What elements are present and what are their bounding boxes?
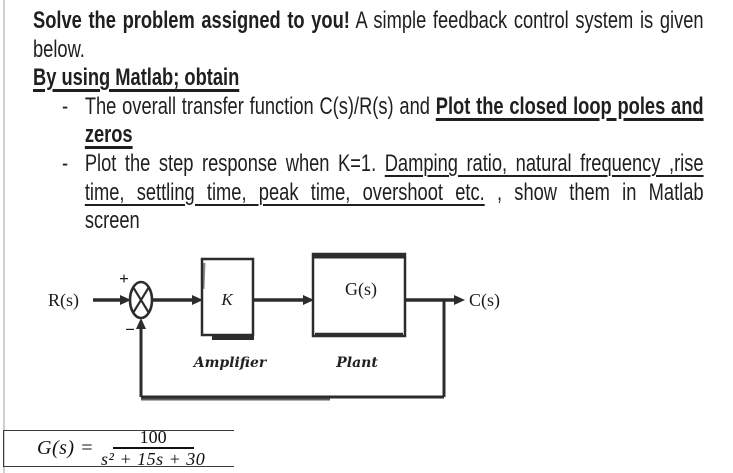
formula-numerator: 100 [112, 428, 194, 449]
plant-block [311, 252, 407, 338]
assignment-text: Solve the problem assigned to you! A sim… [33, 7, 704, 236]
plus-sign: + [119, 269, 129, 288]
output-arrowhead [454, 295, 465, 305]
bullet-dash: - [61, 92, 69, 120]
plant-caption: Plant [335, 355, 378, 371]
formula-lhs: G(s) = [37, 437, 95, 459]
amplifier-symbol: K [220, 290, 234, 309]
sum-to-amplifier-arrowhead [192, 295, 203, 305]
transfer-function-formula-box: G(s) = 100 s² + 15s + 30 [3, 428, 234, 469]
amplifier-block-edge-smudge [201, 262, 206, 290]
amplifier-caption: Amplifier [192, 355, 268, 371]
bullet-dash: - [61, 149, 69, 177]
amplifier-block [200, 257, 255, 337]
feedback-block-diagram: R(s) + − K G(s) C(s) [30, 243, 550, 408]
amplifier-to-plant-arrowhead [303, 295, 314, 305]
input-arrowhead [120, 295, 131, 305]
output-signal-label: C(s) [469, 290, 500, 311]
list-item-1-line-2: zeros [84, 121, 133, 149]
plant-symbol: G(s) [345, 279, 377, 300]
summing-junction-cross-2 [132, 286, 150, 314]
item1-emphasis-text: Plot the closed loop poles and [435, 92, 704, 120]
page-left-edge-line [3, 0, 5, 473]
minus-sign: − [125, 320, 135, 339]
intro-line-2: below. [33, 35, 85, 63]
list-item-2-line-1: - Plot the step response when K=1. Dampi… [33, 150, 704, 179]
item2-normal-text: Plot the step response when K=1. [84, 149, 377, 177]
item2-underlined-text-1: Damping ratio, natural frequency ,rise [384, 149, 704, 177]
feedback-arrowhead [136, 318, 146, 329]
section-heading: By using Matlab; obtain [33, 64, 240, 92]
list-item-2-line-3: screen [84, 207, 140, 235]
intro-rest-text: A simple feedback control system is give… [355, 7, 704, 34]
intro-bold-text: Solve the problem assigned to you! [33, 7, 350, 34]
formula-denominator: s² + 15s + 30 [101, 449, 206, 469]
formula-fraction: 100 s² + 15s + 30 [101, 428, 206, 469]
item1-normal-text: The overall transfer function C(s)/R(s) … [84, 92, 430, 120]
item2-underlined-text-2: time, settling time, peak time, overshoo… [84, 178, 485, 206]
item2-tail-text: , show them in Matlab [496, 178, 704, 206]
list-item-2-line-2: time, settling time, peak time, overshoo… [33, 179, 704, 208]
list-item-1-line-1: - The overall transfer function C(s)/R(s… [33, 93, 704, 122]
intro-line-1: Solve the problem assigned to you! A sim… [33, 7, 704, 36]
input-signal-label: R(s) [48, 290, 79, 311]
